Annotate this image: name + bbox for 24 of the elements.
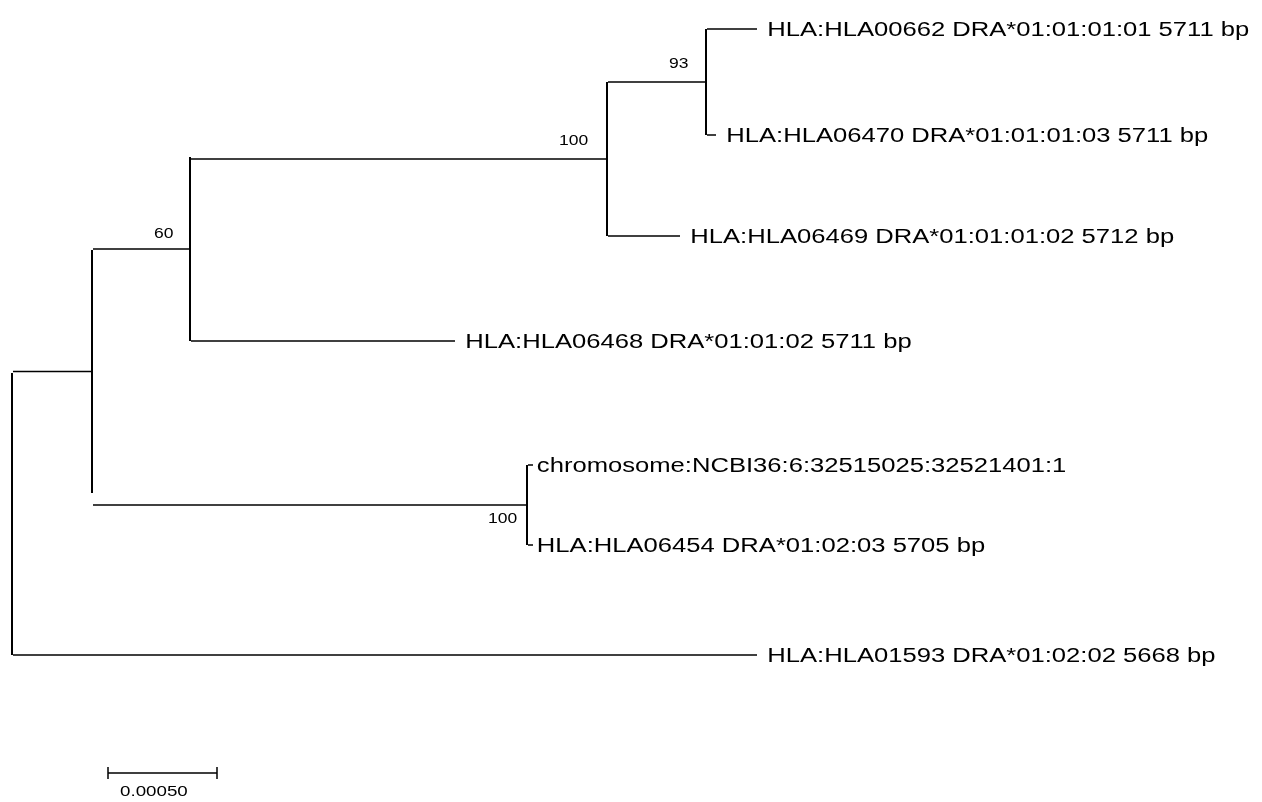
- taxon-label: HLA:HLA01593 DRA*01:02:02 5668 bp: [757, 643, 1216, 667]
- scale-bar-label: 0.00050: [120, 782, 188, 800]
- tree-branch: [190, 158, 607, 160]
- bootstrap-value: 100: [488, 510, 518, 526]
- tree-branch: [190, 340, 456, 342]
- taxon-label: chromosome:NCBI36:6:32515025:32521401:1: [533, 453, 1067, 477]
- taxon-label: HLA:HLA06470 DRA*01:01:01:03 5711 bp: [716, 123, 1209, 147]
- taxon-label: HLA:HLA00662 DRA*01:01:01:01 5711 bp: [757, 17, 1250, 41]
- tree-branch: [12, 370, 92, 373]
- bootstrap-value: 93: [669, 55, 689, 71]
- tree-branch: [706, 134, 717, 136]
- taxon-label: HLA:HLA06468 DRA*01:01:02 5711 bp: [455, 329, 912, 353]
- taxon-label: HLA:HLA06454 DRA*01:02:03 5705 bp: [533, 533, 986, 557]
- tree-branch: [706, 28, 758, 30]
- tree-branch: [92, 504, 527, 506]
- tree-branch: [607, 81, 706, 83]
- taxon-label: HLA:HLA06469 DRA*01:01:01:02 5712 bp: [680, 224, 1175, 248]
- tree-branch: [527, 464, 534, 466]
- tree-branch: [607, 235, 681, 237]
- tree-branch: [527, 544, 534, 546]
- tree-branch: [12, 654, 758, 656]
- tree-branch: [92, 248, 190, 250]
- bootstrap-value: 60: [154, 225, 174, 241]
- bootstrap-value: 100: [559, 132, 589, 148]
